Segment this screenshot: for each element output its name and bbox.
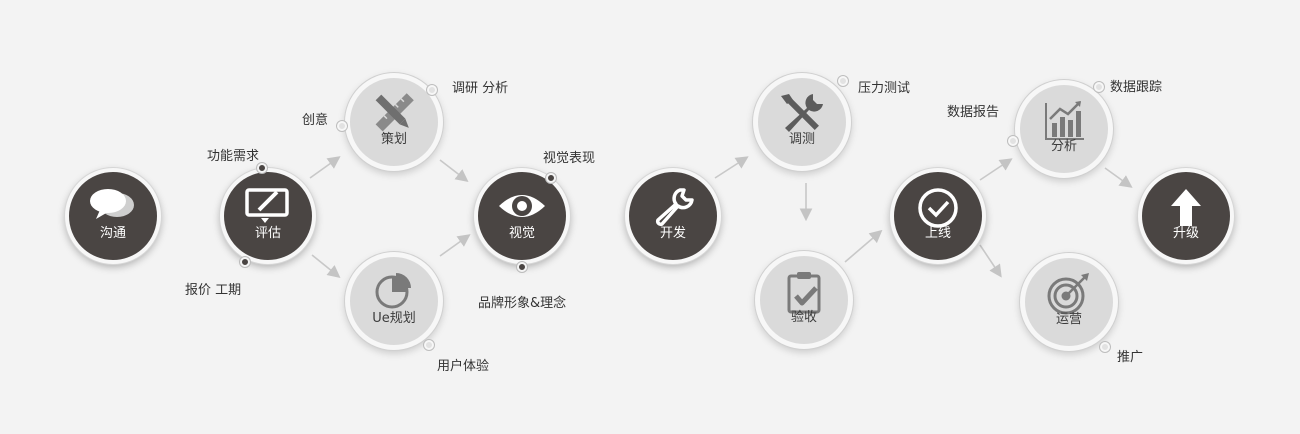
eye-icon: [499, 195, 545, 218]
arrow-shangxian-fenxi: [979, 158, 1013, 181]
annotation-pinpai-xingxiang: 品牌形象&理念: [478, 296, 567, 311]
node-label: 沟通: [99, 225, 126, 241]
arrow-pinggu-cehua: [309, 156, 341, 179]
tools-icon: [781, 94, 823, 133]
arrow-yanshou-shangxian: [844, 229, 883, 263]
node-label: 分析: [1050, 138, 1077, 154]
annotation-dot: [517, 262, 527, 272]
node-yunying: 运营: [1020, 253, 1118, 351]
target-icon: [1047, 273, 1089, 315]
arrow-shangxian-yunying: [979, 244, 1002, 278]
node-label: 视觉: [508, 225, 535, 241]
annotation-dot: [257, 163, 267, 173]
node-yanshou: 验收: [755, 251, 853, 349]
node-label: 验收: [790, 309, 817, 325]
arrow-fenxi-shengji: [1104, 167, 1133, 188]
annotation-yonghu-tiyan: 用户体验: [437, 359, 490, 374]
annotation-dot: [838, 76, 848, 86]
arrow-cehua-shijue: [439, 159, 469, 182]
node-label: 调测: [788, 131, 815, 147]
annotation-dot: [240, 257, 250, 267]
node-label: 策划: [380, 131, 407, 147]
annotation-dot: [1094, 82, 1104, 92]
annotation-shuju-genzong: 数据跟踪: [1110, 80, 1163, 95]
node-label: 开发: [659, 225, 686, 241]
arrow-kaifa-tiaoce: [714, 156, 749, 179]
arrow-up-icon: [1171, 189, 1201, 227]
annotation-diaoyan-fenxi: 调研 分析: [452, 81, 509, 96]
node-label: Ue规划: [372, 310, 416, 326]
node-ueguihua: Ue规划: [345, 252, 443, 350]
annotation-tuiguang: 推广: [1117, 350, 1144, 365]
node-cehua: 策划: [345, 73, 443, 171]
annotation-dot: [546, 173, 556, 183]
bar-chart-icon: [1045, 101, 1084, 141]
clipboard-check-icon: [787, 272, 821, 314]
node-goutong: 沟通: [65, 168, 161, 264]
annotation-chuangyi: 创意: [302, 113, 329, 128]
node-shangxian: 上线: [890, 168, 986, 264]
node-shengji: 升级: [1138, 168, 1234, 264]
annotation-dot: [337, 121, 347, 131]
annotation-dot: [1100, 342, 1110, 352]
node-shijue: 视觉: [474, 168, 570, 264]
node-label: 运营: [1055, 311, 1082, 327]
pencil-ruler-icon: [375, 93, 414, 132]
annotation-gongneng-xuqiu: 功能需求: [207, 149, 260, 164]
edit-screen-icon: [245, 188, 289, 224]
annotation-yali-ceshi: 压力测试: [858, 81, 911, 96]
annotation-shuju-baogao: 数据报告: [947, 105, 1000, 120]
wrench-icon: [655, 188, 694, 227]
node-pinggu: 评估: [220, 168, 316, 264]
node-label: 评估: [254, 225, 281, 241]
annotation-shijue-biaoxian: 视觉表现: [543, 151, 596, 166]
annotation-dot: [1008, 136, 1018, 146]
pie-chart-icon: [375, 273, 411, 309]
annotation-dot: [424, 340, 434, 350]
annotation-dot: [427, 85, 437, 95]
node-label: 上线: [924, 225, 951, 241]
chat-bubbles-icon: [90, 189, 134, 220]
annotation-baojia-gongqi: 报价 工期: [185, 283, 242, 298]
node-label: 升级: [1172, 225, 1199, 241]
node-fenxi: 分析: [1015, 80, 1113, 178]
node-kaifa: 开发: [625, 168, 721, 264]
arrow-ueguihua-shijue: [439, 234, 471, 257]
check-circle-icon: [918, 188, 958, 228]
arrow-pinggu-ueguihua: [311, 254, 341, 279]
node-tiaoce: 调测: [753, 73, 851, 171]
